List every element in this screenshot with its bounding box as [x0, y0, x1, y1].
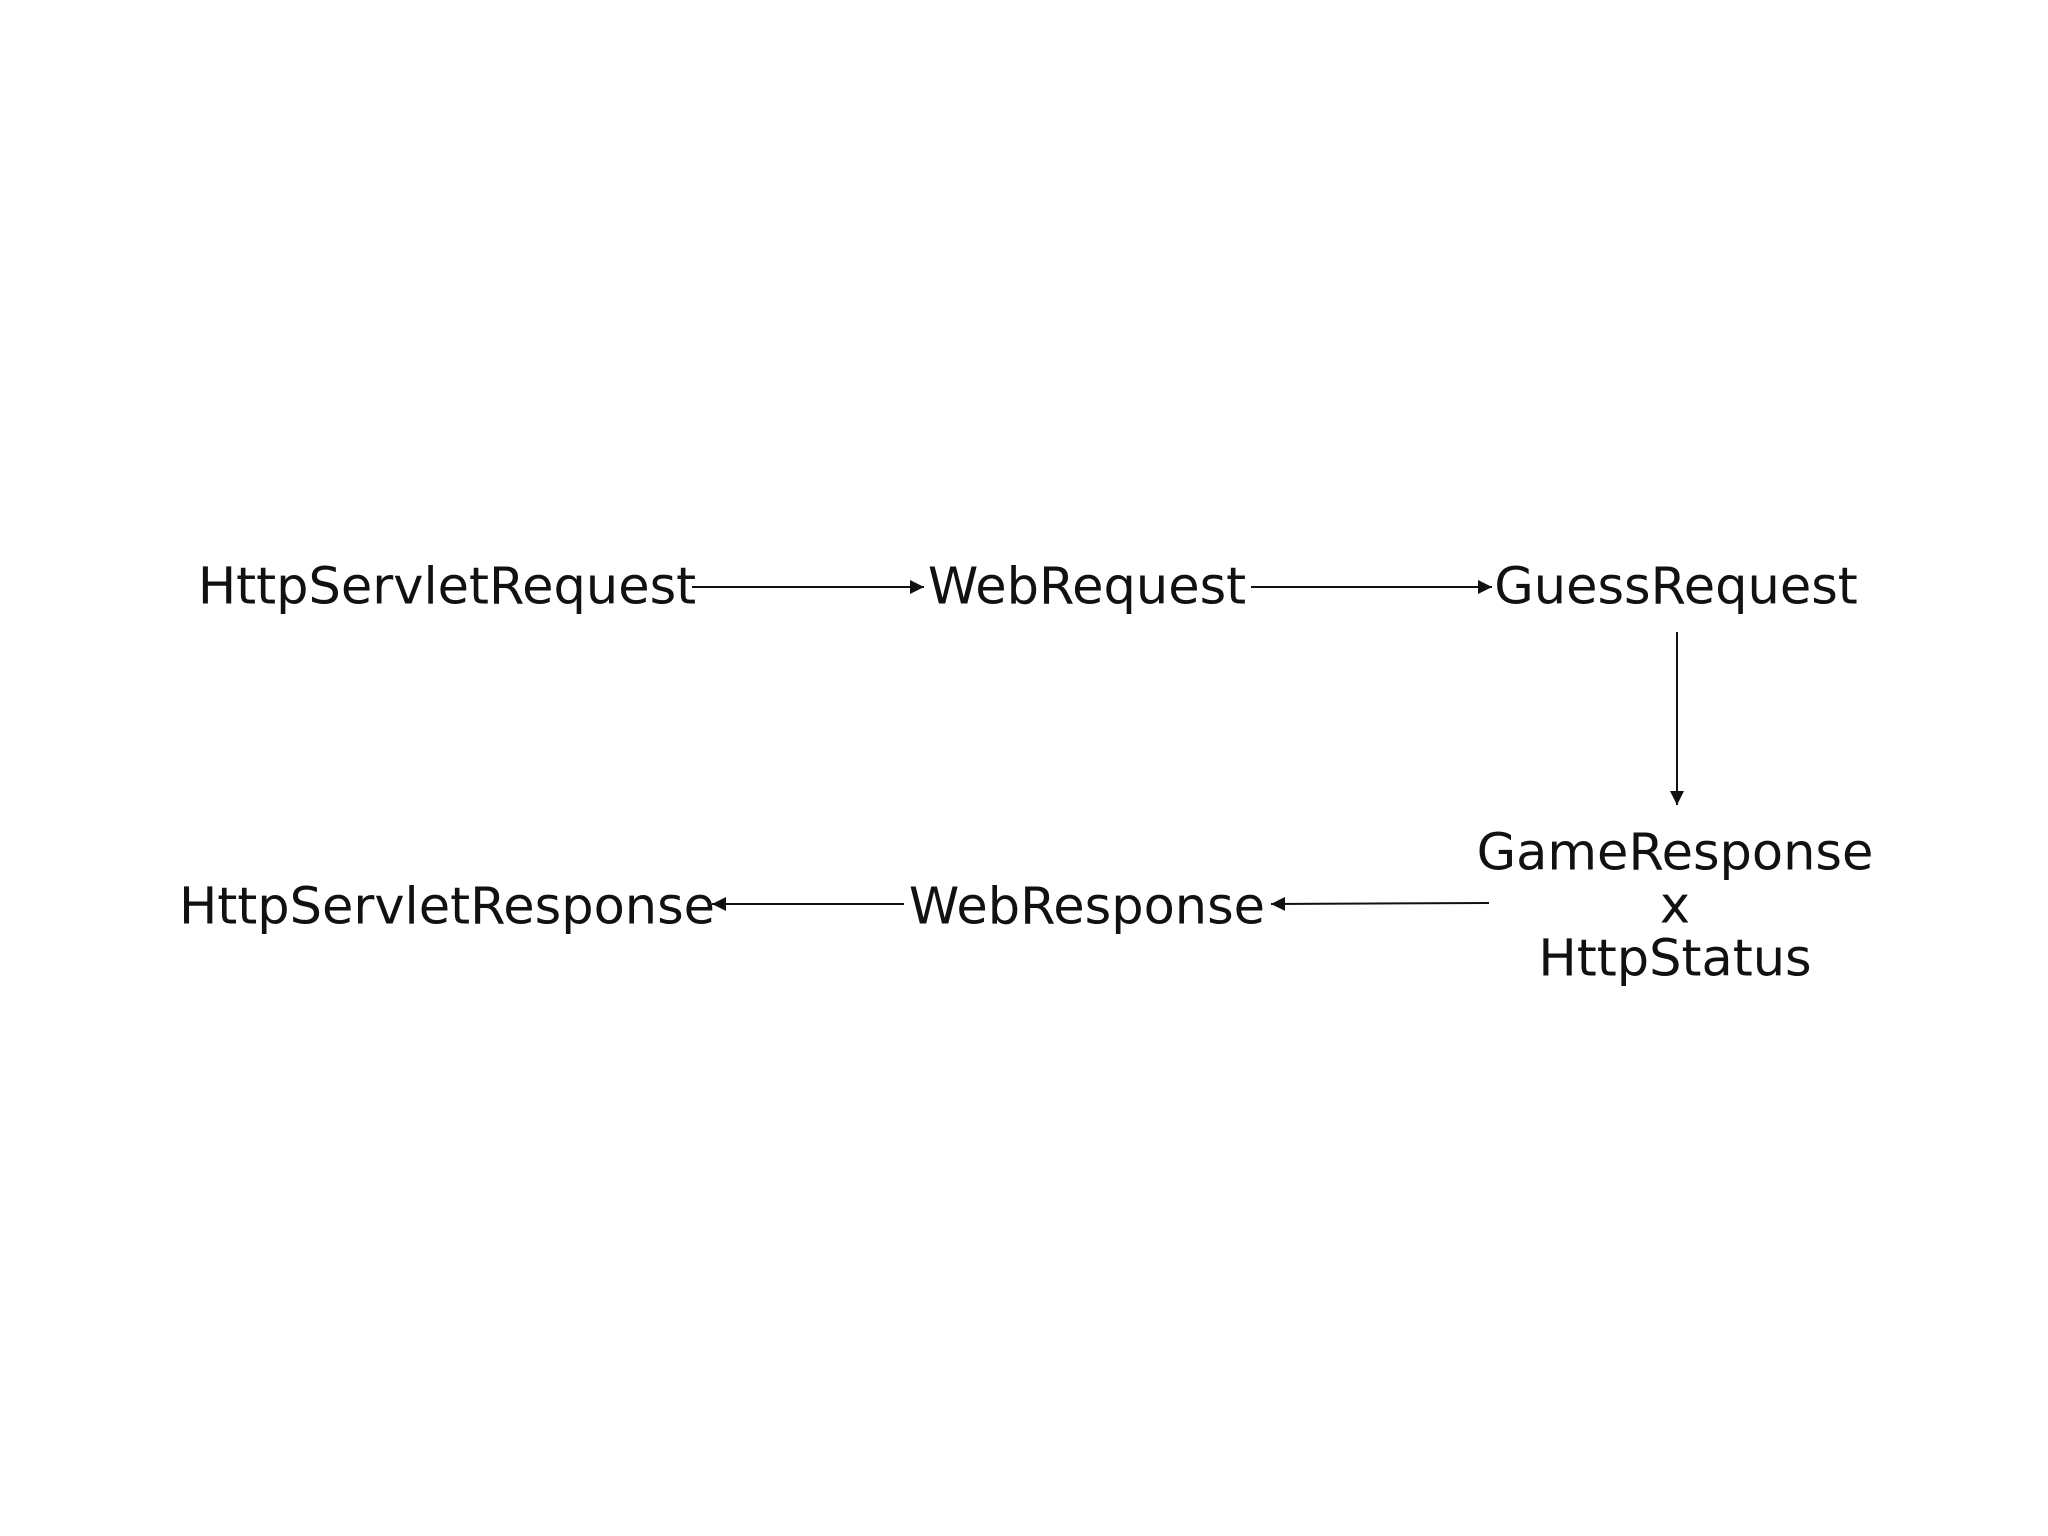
- node-http-servlet-response: HttpServletResponse: [178, 877, 716, 937]
- node-guess-request: GuessRequest: [1494, 557, 1858, 617]
- node-web-request: WebRequest: [927, 557, 1247, 617]
- arrow-gameresponse-to-webresponse: [1270, 896, 1490, 911]
- product-symbol: x: [1659, 876, 1691, 936]
- game-response-label: GameResponse: [1476, 823, 1874, 883]
- node-http-servlet-request: HttpServletRequest: [197, 557, 697, 617]
- node-web-response: WebResponse: [908, 877, 1266, 937]
- node-game-response-http-status: GameResponse x HttpStatus: [1477, 827, 1874, 986]
- http-status-label: HttpStatus: [1538, 929, 1812, 989]
